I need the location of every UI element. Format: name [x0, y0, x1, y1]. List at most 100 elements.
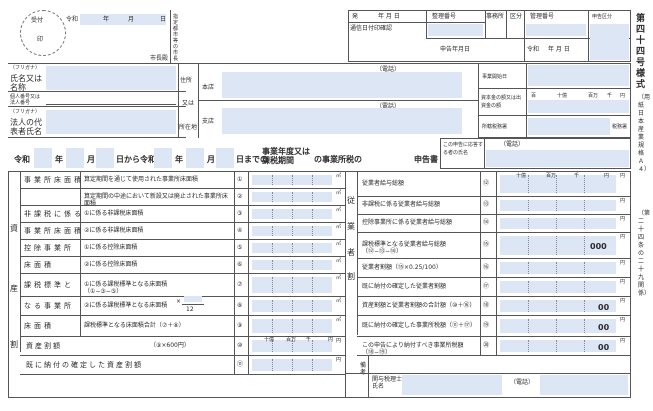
- right-row-desc: 既に納付の確定した事業所税額（⑪＋⑰）: [362, 322, 477, 329]
- head-phone: （電話）: [376, 66, 401, 73]
- left-row-desc: ①に係る課税標準となる床面積（①−③−⑤）: [84, 281, 168, 295]
- capital-unit-4: 千: [607, 93, 613, 99]
- left-row-num: ③: [237, 210, 243, 217]
- remarks-label: 備考: [360, 362, 367, 376]
- employee-money-unit: 千: [574, 173, 580, 179]
- period-to-year-label: 年: [175, 155, 183, 164]
- tax-accountant-field[interactable]: [402, 375, 502, 395]
- receipt-stamp: [20, 10, 66, 56]
- right-row-unit: 円: [620, 338, 626, 344]
- period-from-to-label: 日から令和: [116, 155, 156, 164]
- filing-month-label: 月: [128, 16, 135, 23]
- left-row-num: ①: [237, 176, 243, 183]
- head-office-address[interactable]: [222, 72, 462, 98]
- formula-12: 12: [186, 306, 194, 313]
- right-row-num: ⑳: [483, 342, 490, 349]
- right-row-desc: 課税標準となる従業者給与総額（⑫−⑬−⑭）: [362, 241, 446, 255]
- filing-era: 令和: [66, 16, 79, 23]
- report-section-label: 申告区分: [592, 14, 613, 20]
- left-row-label: 非課税に係る: [24, 210, 84, 218]
- right-row-num: ⑮: [483, 241, 490, 248]
- report-section-field[interactable]: [590, 24, 629, 60]
- office-label: 事務所: [486, 13, 505, 20]
- period-to-year[interactable]: [154, 148, 172, 168]
- tax-accountant-phone: （電話）: [510, 379, 535, 386]
- filing-date-field[interactable]: [80, 14, 166, 25]
- left-row-num: ⑪: [237, 361, 244, 368]
- start-date-label: 事業開始日: [482, 74, 508, 80]
- right-row-value[interactable]: [500, 319, 616, 333]
- tax-office-field[interactable]: [528, 118, 610, 135]
- capital-field[interactable]: [528, 100, 629, 113]
- right-row-value[interactable]: [500, 281, 616, 293]
- left-row-num: ⑩: [237, 342, 243, 349]
- right-row-value[interactable]: [500, 262, 616, 274]
- right-row-value[interactable]: [500, 175, 616, 193]
- branch-phone: （電話）: [376, 103, 401, 110]
- start-date-field[interactable]: [528, 65, 629, 86]
- receipt-stamp-bottom: 印: [37, 36, 44, 43]
- period-to-day-label: 日までの: [236, 155, 268, 164]
- side-mid-4: 割: [347, 272, 355, 281]
- right-row-unit: 円: [620, 260, 626, 266]
- employee-money-unit: 円: [604, 173, 610, 179]
- left-row-label: なる事業所: [24, 302, 74, 310]
- side-left-3: 割: [10, 340, 18, 349]
- right-row-suffix: 00: [598, 343, 610, 352]
- incoming-date-label: 通信日付印確認: [350, 25, 393, 32]
- capital-unit-2: 十億: [557, 93, 568, 99]
- branch-label: 支店: [202, 118, 215, 125]
- left-row-desc: ①に係る控除床面積: [84, 244, 138, 251]
- ledger-field[interactable]: [428, 24, 483, 36]
- report-ymd: 年 月 日: [548, 46, 570, 53]
- left-row-unit: ㎡: [336, 224, 342, 230]
- right-row-num: ⑱: [483, 302, 490, 309]
- branch-address[interactable]: [222, 108, 462, 134]
- right-row-unit: 円: [620, 317, 626, 323]
- form-title: 第四十四号様式: [636, 14, 646, 90]
- right-row-desc: 控除事業所に係る従業者給与総額: [362, 219, 453, 226]
- tax-accountant-phone-field[interactable]: [540, 375, 628, 395]
- capital-unit-5: 円: [620, 93, 626, 99]
- admin-field[interactable]: [526, 24, 586, 36]
- period-to-day[interactable]: [216, 148, 234, 168]
- period-label-2: の事業所税の: [314, 155, 362, 164]
- right-row-num: ⑰: [483, 283, 490, 290]
- left-row-label: 事業所床面積: [24, 176, 84, 184]
- personal-number-field[interactable]: [46, 95, 176, 105]
- right-row-num: ⑯: [483, 264, 490, 271]
- left-row-label: 課税標準と: [24, 281, 74, 289]
- tax-accountant-label: 関与税理士氏名: [372, 376, 403, 390]
- tax-office-group-label: 所轄税務署: [482, 124, 508, 130]
- name-field[interactable]: [46, 66, 176, 90]
- left-row-unit: ㎡: [336, 190, 342, 196]
- right-row-value[interactable]: [500, 300, 616, 312]
- filing-year-label: 年: [103, 16, 110, 23]
- section-label: 区分: [510, 13, 523, 20]
- left-row-unit: ㎡: [336, 258, 342, 264]
- period-from-year[interactable]: [34, 148, 52, 168]
- rep-name-field[interactable]: [46, 110, 176, 134]
- left-row-label: 事業所床面積: [24, 227, 84, 235]
- capital-unit-1: 百: [531, 93, 537, 99]
- left-row-num: ②: [237, 193, 243, 200]
- right-row-desc: 既に納付の確定した従業者割額: [362, 283, 447, 290]
- right-row-suffix: 00: [598, 323, 610, 332]
- right-row-value[interactable]: [500, 340, 616, 352]
- right-row-unit: 円: [620, 279, 626, 285]
- asset-money-unit: 千: [306, 337, 312, 343]
- contact-name-field[interactable]: [486, 150, 629, 167]
- left-row-desc: 算定期間の中途において新設又は廃止された事業所床面積: [84, 193, 228, 207]
- left-row-num: ⑧: [237, 302, 243, 309]
- period-to-month[interactable]: [186, 148, 204, 168]
- left-row-desc: 課税標準となる床面積合計（⑦＋⑧）: [84, 322, 185, 329]
- period-from-day[interactable]: [96, 148, 114, 168]
- months-field[interactable]: [184, 296, 202, 302]
- left-row-desc: ①に係る非課税床面積: [84, 210, 144, 217]
- period-from-month[interactable]: [66, 148, 84, 168]
- right-row-value[interactable]: [500, 200, 616, 211]
- right-row-value[interactable]: [500, 218, 616, 229]
- location-label: 所在地: [179, 124, 198, 131]
- right-row-value[interactable]: [500, 236, 616, 255]
- side-left-1: 資: [10, 224, 18, 233]
